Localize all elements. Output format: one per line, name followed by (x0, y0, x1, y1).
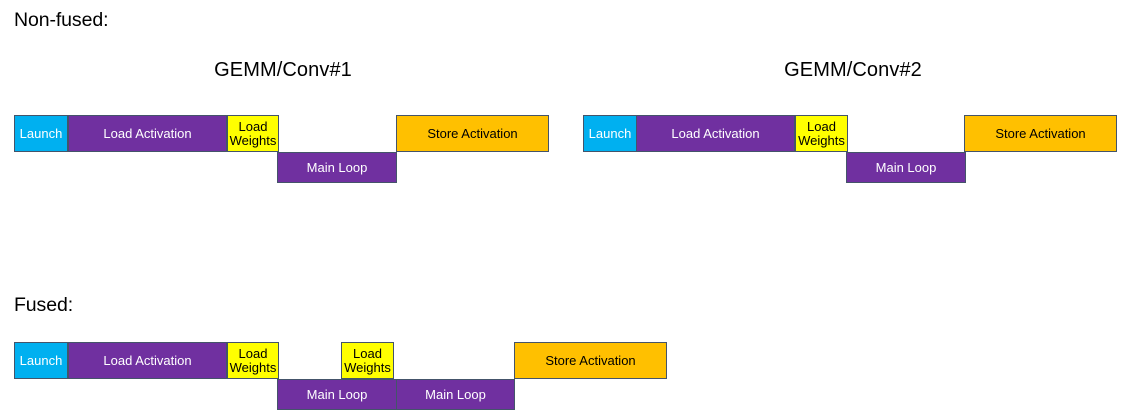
block-label: Launch (19, 352, 63, 368)
block-load-weights-fused-1[interactable]: Load Weights (227, 342, 279, 379)
block-main-loop-fused-2[interactable]: Main Loop (396, 379, 515, 410)
block-label: Main Loop (306, 159, 368, 175)
block-load-activation-fused[interactable]: Load Activation (68, 342, 227, 379)
block-load-activation-kernel1[interactable]: Load Activation (68, 115, 227, 152)
block-load-weights-kernel1[interactable]: Load Weights (227, 115, 279, 152)
section-label-non-fused: Non-fused: (14, 9, 109, 31)
block-load-activation-kernel2[interactable]: Load Activation (636, 115, 795, 152)
block-store-activation-kernel1[interactable]: Store Activation (396, 115, 549, 152)
block-label: Main Loop (875, 159, 937, 175)
block-label: Store Activation (995, 125, 1086, 141)
block-label: Main Loop (425, 386, 486, 402)
block-main-loop-kernel1[interactable]: Main Loop (277, 152, 397, 183)
kernel-title-gemm-conv-2: GEMM/Conv#2 (784, 59, 922, 81)
section-label-fused: Fused: (14, 294, 74, 316)
block-load-weights-fused-2[interactable]: Load Weights (341, 342, 394, 379)
block-label: Launch (19, 125, 63, 141)
kernel-title-gemm-conv-1: GEMM/Conv#1 (214, 59, 352, 81)
block-label: Load Weights (229, 118, 277, 148)
block-label: Load Activation (103, 125, 192, 141)
block-label: Load Activation (671, 125, 760, 141)
block-label: Load Weights (229, 345, 277, 375)
block-label: Store Activation (427, 125, 518, 141)
block-store-activation-kernel2[interactable]: Store Activation (964, 115, 1117, 152)
block-label: Load Weights (798, 118, 845, 148)
block-launch-kernel1[interactable]: Launch (14, 115, 68, 152)
block-label: Launch (588, 125, 632, 141)
block-store-activation-fused[interactable]: Store Activation (514, 342, 667, 379)
block-main-loop-kernel2[interactable]: Main Loop (846, 152, 966, 183)
block-load-weights-kernel2[interactable]: Load Weights (795, 115, 848, 152)
block-launch-fused[interactable]: Launch (14, 342, 68, 379)
block-launch-kernel2[interactable]: Launch (583, 115, 637, 152)
block-label: Store Activation (545, 352, 636, 368)
block-main-loop-fused-1[interactable]: Main Loop (277, 379, 397, 410)
block-label: Load Weights (344, 345, 391, 375)
block-label: Load Activation (103, 352, 192, 368)
block-label: Main Loop (306, 386, 368, 402)
